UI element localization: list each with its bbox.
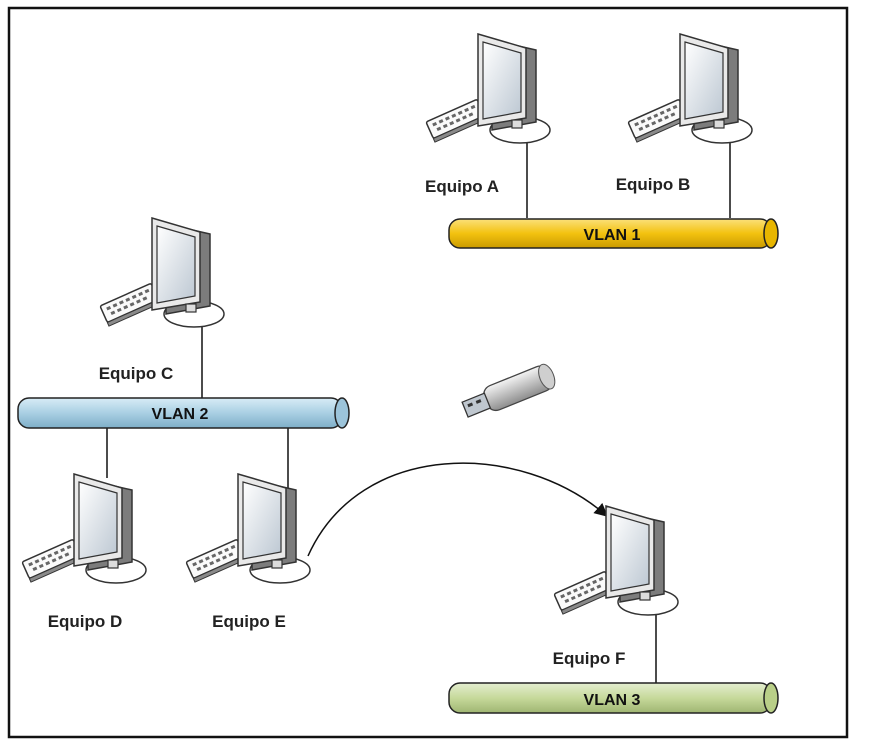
vlan-2-label: VLAN 2 [152, 406, 209, 423]
vlan-3: VLAN 3 [448, 682, 779, 714]
usb-drive-icon [461, 363, 556, 418]
diagram-border [7, 6, 849, 739]
computer-f-icon [553, 505, 679, 616]
computer-b-label: Equipo B [616, 175, 691, 194]
computer-e-label: Equipo E [212, 612, 286, 631]
computer-b-icon [627, 33, 753, 144]
computer-d-icon [21, 473, 147, 584]
transfer-arrow [307, 462, 609, 557]
computer-a-label: Equipo A [425, 177, 499, 196]
computer-a: Equipo A [425, 33, 551, 196]
computer-c-label: Equipo C [99, 364, 174, 383]
computer-c: Equipo C [99, 217, 225, 383]
computer-f: Equipo F [553, 505, 679, 668]
computer-b: Equipo B [616, 33, 753, 194]
vlan-2: VLAN 2 [17, 397, 350, 429]
computer-a-icon [425, 33, 551, 144]
computer-e: Equipo E [185, 473, 311, 631]
computer-d: Equipo D [21, 473, 147, 631]
computer-c-icon [99, 217, 225, 328]
vlan-3-label: VLAN 3 [584, 692, 641, 709]
computer-f-label: Equipo F [553, 649, 626, 668]
computer-e-icon [185, 473, 311, 584]
vlan-1-label: VLAN 1 [584, 227, 641, 244]
vlan-1: VLAN 1 [448, 218, 779, 249]
computer-d-label: Equipo D [48, 612, 123, 631]
